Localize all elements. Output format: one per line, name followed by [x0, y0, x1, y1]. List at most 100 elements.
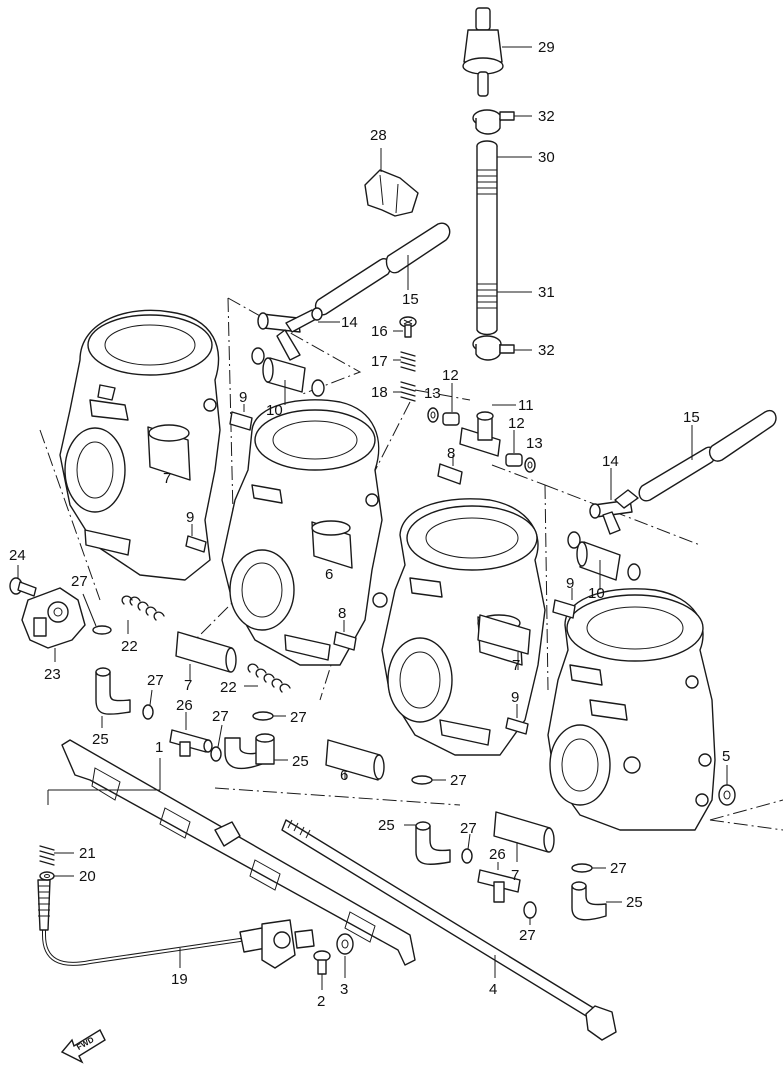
clip-27-g: [571, 863, 606, 873]
label-12-b: 12: [508, 415, 525, 432]
washer-13-left: [427, 407, 439, 423]
label-30: 30: [538, 149, 555, 166]
label-15-b: 15: [683, 409, 700, 426]
label-13-a: 13: [424, 385, 441, 402]
label-13-b: 13: [526, 435, 543, 452]
clip-27-h: [523, 901, 537, 925]
clip-27-b: [142, 689, 154, 720]
label-17: 17: [371, 353, 388, 370]
clip-27-c: [252, 711, 286, 721]
label-7-c: 7: [512, 657, 520, 674]
label-32-b: 32: [538, 342, 555, 359]
label-29: 29: [538, 39, 555, 56]
hose-clamp-32-top: [472, 109, 532, 135]
spring-18: [393, 381, 416, 402]
label-7-d: 7: [511, 867, 519, 884]
label-14-a: 14: [341, 314, 358, 331]
label-20: 20: [79, 868, 96, 885]
label-23: 23: [44, 666, 61, 683]
fitting-9-b: [185, 524, 207, 553]
label-24: 24: [9, 547, 26, 564]
label-14-b: 14: [602, 453, 619, 470]
hose-7-a: [175, 631, 237, 680]
label-31: 31: [538, 284, 555, 301]
hose-25-a: [95, 667, 131, 728]
washer-3: [336, 933, 354, 978]
label-12-a: 12: [442, 367, 459, 384]
carburetor-1: [59, 309, 221, 581]
hose-10-right: [567, 531, 641, 590]
spring-22-left: [121, 595, 165, 634]
spring-21: [39, 845, 74, 866]
spring-17: [393, 351, 416, 372]
screw-24: [9, 565, 37, 597]
t-joint-14-right: [589, 468, 639, 535]
label-28: 28: [370, 127, 387, 144]
label-3: 3: [340, 981, 348, 998]
label-27-g: 27: [610, 860, 627, 877]
label-21: 21: [79, 845, 96, 862]
hose-7-c: [493, 811, 555, 862]
label-15-a: 15: [402, 291, 419, 308]
throttle-cable-19: [37, 879, 315, 969]
label-27-f: 27: [460, 820, 477, 837]
label-5: 5: [722, 748, 730, 765]
carburetor-4: [547, 588, 716, 831]
label-1: 1: [155, 739, 163, 756]
label-9-c: 9: [566, 575, 574, 592]
label-25-c: 25: [378, 817, 395, 834]
label-25-d: 25: [626, 894, 643, 911]
fuel-filter-29: [462, 7, 532, 97]
label-8-a: 8: [447, 445, 455, 462]
t-joint-14-upper: [257, 307, 340, 361]
label-27-a: 27: [71, 573, 88, 590]
screw-16: [393, 316, 417, 338]
label-7-b: 7: [184, 677, 192, 694]
label-4: 4: [489, 981, 497, 998]
fitting-8-a: [437, 455, 463, 485]
label-26-a: 26: [176, 697, 193, 714]
part-labels: 1 2 3 4 5 6 6 7 7 7 7 8 8 9 9 9 9 10 10 …: [9, 39, 730, 1010]
label-27-d: 27: [290, 709, 307, 726]
t-joint-26-right: [477, 862, 521, 903]
spring-22-right: [244, 663, 291, 693]
hose-6-a: [325, 739, 385, 781]
clip-27-e: [411, 775, 446, 785]
label-10-b: 10: [588, 585, 605, 602]
label-18: 18: [371, 384, 388, 401]
screw-2: [313, 950, 331, 990]
label-27-h: 27: [519, 927, 536, 944]
hose-10-upper: [251, 347, 325, 405]
shaft-4: [281, 819, 617, 1041]
bracket-plate-1: [47, 739, 416, 966]
hose-clamp-32-bottom: [472, 335, 532, 361]
label-32-a: 32: [538, 108, 555, 125]
label-6-b: 6: [340, 767, 348, 784]
vent-hose-15-right: [638, 409, 777, 502]
label-6-a: 6: [325, 566, 333, 583]
washer-5: [718, 765, 736, 806]
washer-20: [39, 871, 74, 881]
label-27-b: 27: [147, 672, 164, 689]
label-22-b: 22: [220, 679, 237, 696]
joint-12-left: [442, 383, 460, 426]
label-8-b: 8: [338, 605, 346, 622]
clip-28: [364, 148, 419, 217]
clip-27-a: [82, 593, 112, 635]
label-11: 11: [518, 397, 534, 414]
label-9-b: 9: [186, 509, 194, 526]
carburetor-3: [372, 498, 546, 756]
hose-7-b: [477, 614, 531, 670]
hose-25-c: [404, 821, 451, 865]
label-19: 19: [171, 971, 188, 988]
fitting-9-c: [552, 588, 576, 619]
label-27-c: 27: [212, 708, 229, 725]
fuel-hose-30-31: [476, 140, 532, 336]
fwd-arrow-icon: FWD: [60, 1029, 106, 1064]
label-10-a: 10: [266, 402, 283, 419]
fitting-8-b: [333, 620, 357, 651]
label-9-d: 9: [511, 689, 519, 706]
label-7-a: 7: [163, 470, 171, 487]
label-2: 2: [317, 993, 325, 1010]
